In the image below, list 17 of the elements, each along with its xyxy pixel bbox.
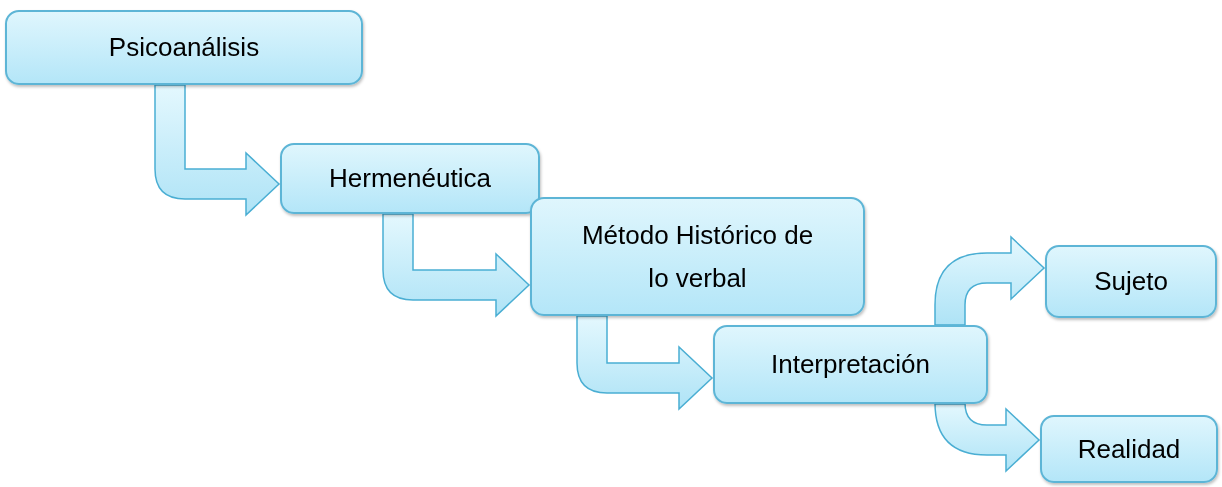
process-box xyxy=(713,325,988,404)
box-label: Hermenéutica xyxy=(329,162,491,196)
process-box xyxy=(280,143,540,214)
box-label: Psicoanálisis xyxy=(108,31,260,65)
process-box xyxy=(1045,245,1217,318)
box-label: Método Histórico de lo verbal xyxy=(580,218,815,295)
box-label: Interpretación xyxy=(771,348,930,382)
bent-arrow xyxy=(154,84,280,216)
process-box xyxy=(1040,415,1218,483)
process-box xyxy=(5,10,363,85)
bent-arrow xyxy=(934,236,1045,326)
process-box xyxy=(530,197,865,316)
bent-arrow xyxy=(382,213,530,317)
bent-arrow xyxy=(934,402,1040,472)
box-label: Realidad xyxy=(1077,432,1181,466)
bent-arrow xyxy=(576,315,713,410)
box-label: Sujeto xyxy=(1094,265,1168,299)
